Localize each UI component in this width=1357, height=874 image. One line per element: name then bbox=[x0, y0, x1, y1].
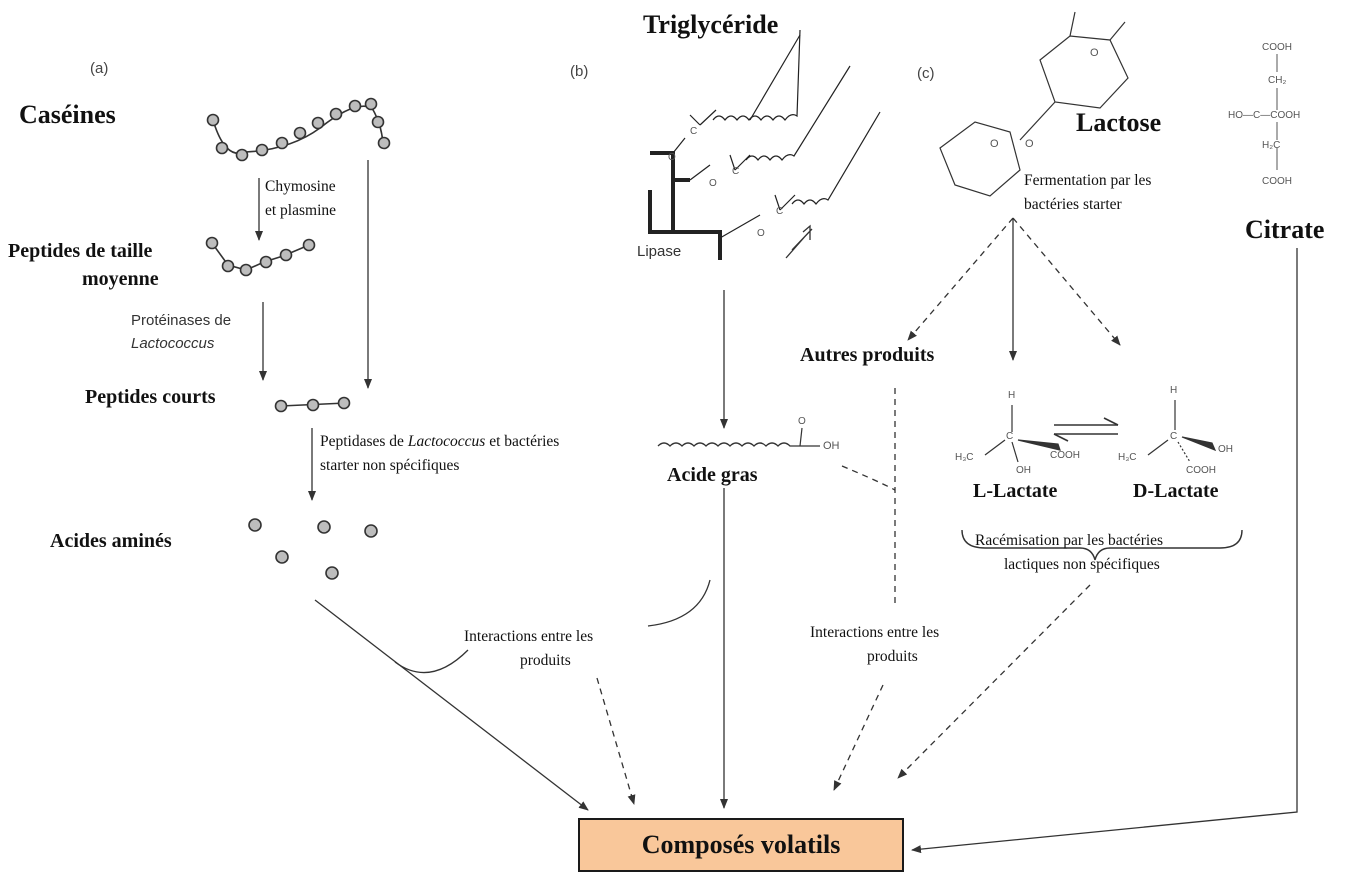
citrate-ch2: CH₂ bbox=[1268, 75, 1287, 86]
interactions-right-line1: Interactions entre les bbox=[810, 624, 940, 641]
peptidases-label-line1: Peptidases de Lactococcus et bactéries bbox=[320, 433, 560, 450]
l-lactate-oh: OH bbox=[1016, 465, 1031, 476]
lactose-ring-o-1: O bbox=[990, 138, 999, 150]
ester-c-2: C bbox=[732, 166, 740, 177]
short-peptides-label: Peptides courts bbox=[85, 386, 216, 408]
panel-label-c: (c) bbox=[917, 65, 935, 82]
other-products-label: Autres produits bbox=[800, 344, 935, 366]
lactose-label: Lactose bbox=[1076, 108, 1162, 137]
interaction-arc-left bbox=[394, 649, 469, 674]
d-lactate-cooh: COOH bbox=[1186, 465, 1216, 476]
peptidases-label-line2: starter non spécifiques bbox=[320, 457, 460, 474]
panel-label-b: (b) bbox=[570, 63, 589, 80]
fermentation-label-line2: bactéries starter bbox=[1024, 196, 1122, 213]
fatty-acid-oh: OH bbox=[823, 440, 840, 452]
citrate-h2c: H₂C bbox=[1262, 140, 1281, 151]
d-lactate-oh: OH bbox=[1218, 444, 1233, 455]
medium-peptide-chain bbox=[205, 236, 316, 277]
lactose-ring-o-2: O bbox=[1090, 47, 1099, 59]
fatty-acid-o: O bbox=[798, 416, 806, 427]
ester-o-1: O bbox=[668, 152, 676, 163]
ester-c-3: C bbox=[776, 206, 784, 217]
citrate-label: Citrate bbox=[1245, 215, 1325, 244]
panel-label-a: (a) bbox=[90, 60, 109, 77]
interactions-right-line2: produits bbox=[867, 648, 918, 665]
proteinases-label-line2: Lactococcus bbox=[131, 335, 215, 352]
interactions-left-line2: produits bbox=[520, 652, 571, 669]
fatty-acid-carbonyl bbox=[799, 427, 803, 447]
amino-acid-beads bbox=[248, 518, 378, 580]
proteinases-label-line1: Protéinases de bbox=[131, 312, 232, 329]
l-lactate-h: H bbox=[1008, 390, 1016, 401]
ester-o-2: O bbox=[709, 178, 717, 189]
l-lactate-c: C bbox=[1006, 431, 1014, 442]
fatty-acid-chain bbox=[657, 442, 820, 447]
fermentation-label-line1: Fermentation par les bbox=[1024, 172, 1152, 189]
medium-peptides-label-line1: Peptides de taille bbox=[8, 240, 153, 262]
triglyceride-structure bbox=[648, 29, 881, 260]
l-lactate-h3c: H₃C bbox=[955, 452, 974, 463]
casein-arrows bbox=[255, 160, 589, 811]
citrate-cooh-bottom: COOH bbox=[1262, 176, 1292, 187]
ester-c-1: C bbox=[690, 126, 698, 137]
casein-bead-chain bbox=[206, 97, 391, 162]
interactions-left-line1: Interactions entre les bbox=[464, 628, 594, 645]
l-lactate-cooh: COOH bbox=[1050, 450, 1080, 461]
citrate-center: HO—C—COOH bbox=[1228, 110, 1301, 121]
d-lactate-label: D-Lactate bbox=[1133, 480, 1219, 502]
lipase-arrow-icon bbox=[785, 224, 813, 259]
lactose-arrows bbox=[596, 217, 1121, 805]
citrate-arrow bbox=[911, 248, 1298, 854]
volatile-compounds-label: Composés volatils bbox=[641, 830, 841, 859]
volatile-compounds-box: Composés volatils bbox=[578, 818, 904, 872]
d-lactate-c: C bbox=[1170, 431, 1178, 442]
racemisation-label-line1: Racémisation par les bactéries bbox=[975, 532, 1164, 549]
caseines-label: Caséines bbox=[19, 100, 116, 129]
interaction-arc-fatty bbox=[647, 579, 711, 627]
fatty-acid-label: Acide gras bbox=[667, 464, 758, 486]
citrate-cooh-top: COOH bbox=[1262, 42, 1292, 53]
l-lactate-label: L-Lactate bbox=[973, 480, 1058, 502]
ester-o-3: O bbox=[757, 228, 765, 239]
lactate-bonds bbox=[984, 400, 1217, 463]
racemisation-label-line2: lactiques non spécifiques bbox=[1004, 556, 1160, 573]
lipase-label: Lipase bbox=[637, 243, 682, 260]
short-peptide-chain bbox=[274, 396, 351, 413]
lactose-structure bbox=[939, 11, 1129, 197]
enzyme-label-line1: Chymosine bbox=[265, 178, 336, 195]
medium-peptides-label-line2: moyenne bbox=[82, 268, 159, 290]
lactose-bridge-o: O bbox=[1025, 138, 1034, 150]
racemisation-bracket bbox=[961, 529, 1243, 561]
d-lactate-h: H bbox=[1170, 385, 1178, 396]
enzyme-label-line2: et plasmine bbox=[265, 202, 337, 219]
amino-acids-label: Acides aminés bbox=[50, 530, 172, 552]
triglyceride-label: Triglycéride bbox=[643, 10, 779, 39]
d-lactate-h3c: H₃C bbox=[1118, 452, 1137, 463]
equilibrium-arrows bbox=[1053, 417, 1119, 442]
